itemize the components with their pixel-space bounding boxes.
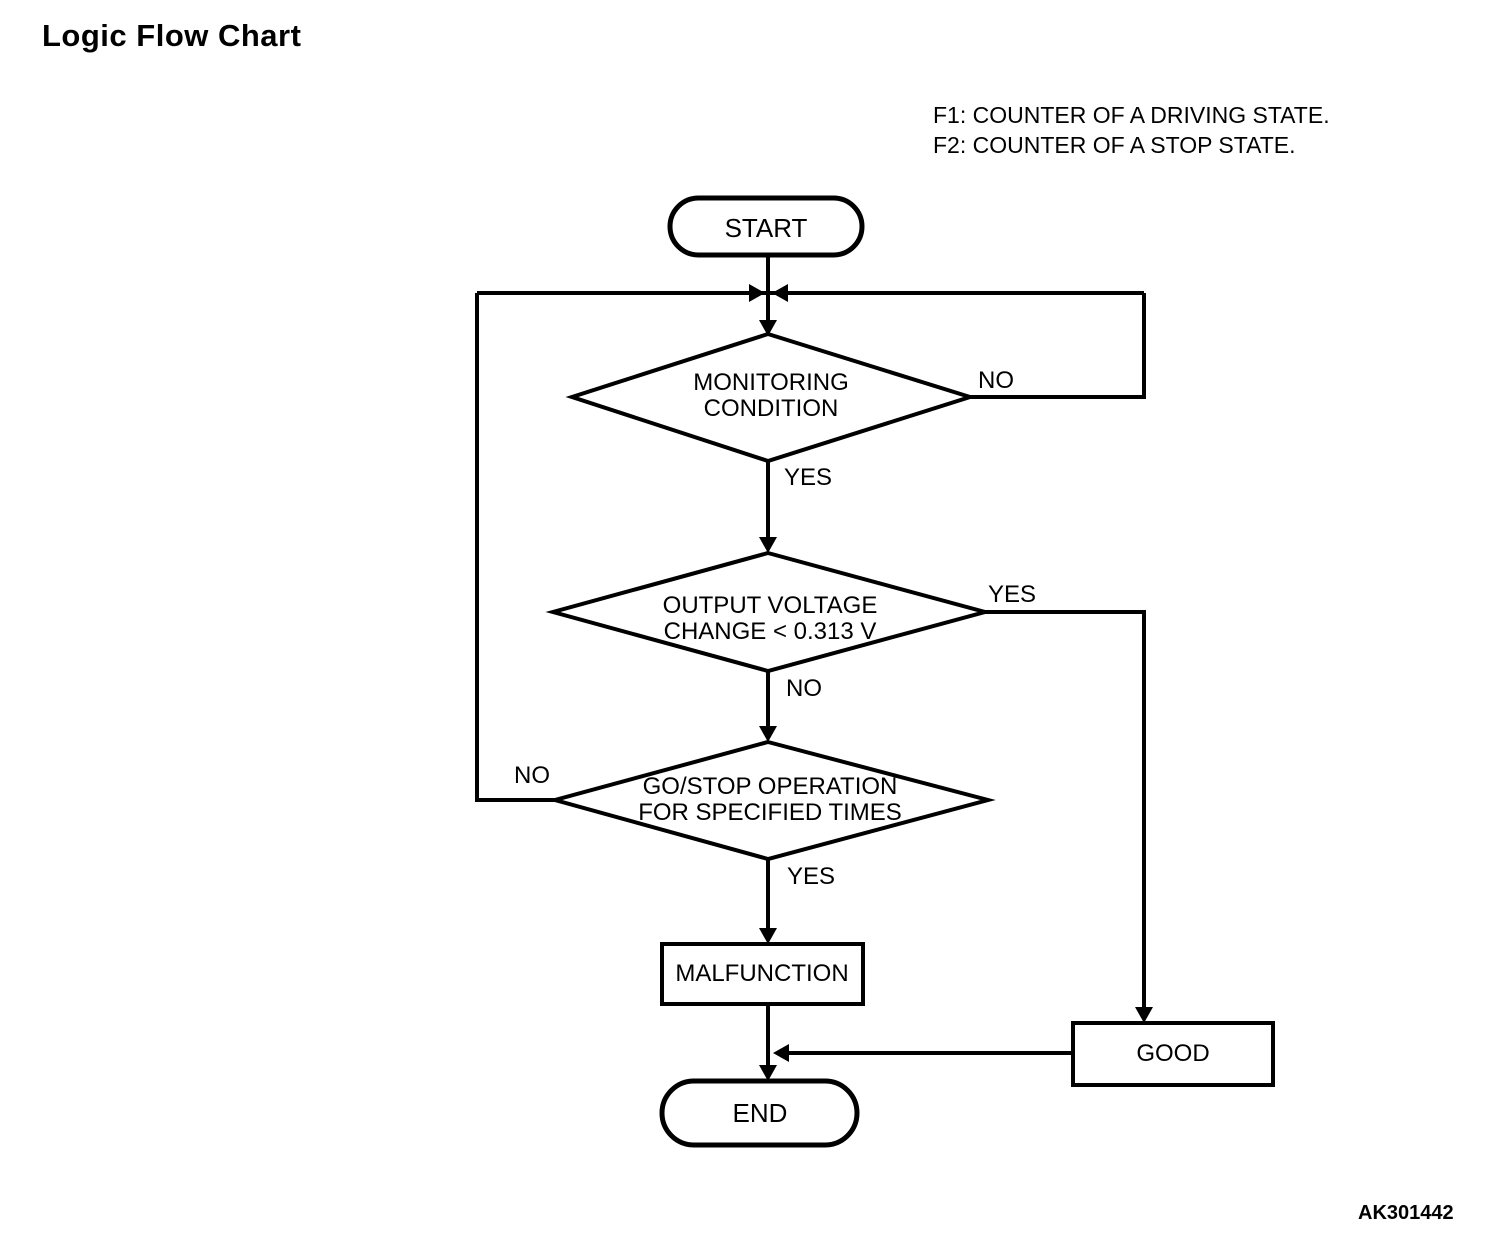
edge-output-yes-to-good — [985, 610, 1146, 1009]
legend-note-f2: F2: COUNTER OF A STOP STATE. — [933, 132, 1296, 158]
edge-gostop-no-loop — [475, 293, 555, 802]
gostop-decision-label: GO/STOP OPERATION FOR SPECIFIED TIMES — [638, 774, 902, 826]
arrowhead-into-good — [1135, 1007, 1153, 1023]
label-monitoring-yes: YES — [784, 464, 833, 491]
label-output-no: NO — [786, 675, 822, 702]
output-label-line2: CHANGE < 0.313 V — [663, 618, 877, 645]
legend-notes: F1: COUNTER OF A DRIVING STATE. F2: COUN… — [933, 100, 1330, 160]
end-node-shape — [659, 1078, 860, 1148]
gostop-label-line1: GO/STOP OPERATION — [642, 773, 898, 800]
malfunction-node-label: MALFUNCTION — [675, 960, 849, 987]
end-node-label: END — [732, 1098, 788, 1128]
good-node-label: GOOD — [1136, 1040, 1210, 1067]
monitoring-label-line2: CONDITION — [703, 395, 839, 422]
legend-note-f1: F1: COUNTER OF A DRIVING STATE. — [933, 102, 1330, 128]
edge-monitoring-no-loop — [970, 293, 1146, 399]
arrowhead-into-monitoring — [759, 320, 777, 336]
arrowhead-good-join — [773, 1044, 789, 1062]
gostop-label-line2: FOR SPECIFIED TIMES — [638, 799, 902, 826]
arrowhead-into-output — [759, 537, 777, 553]
page-title: Logic Flow Chart — [42, 18, 302, 53]
label-output-yes: YES — [988, 581, 1037, 608]
arrowhead-into-malfunction — [759, 928, 777, 944]
monitoring-decision-label: MONITORING CONDITION — [693, 370, 849, 422]
arrowhead-loop-join-left — [749, 284, 765, 302]
output-label-line1: OUTPUT VOLTAGE — [662, 592, 878, 619]
figure-code: AK301442 — [1358, 1202, 1454, 1224]
output-decision-label: OUTPUT VOLTAGE CHANGE < 0.313 V — [663, 593, 878, 645]
malfunction-node-shape — [660, 942, 865, 1006]
label-gostop-yes: YES — [787, 863, 836, 890]
label-monitoring-no: NO — [978, 367, 1014, 394]
arrowhead-loop-join-right — [772, 284, 788, 302]
label-gostop-no: NO — [514, 762, 550, 789]
monitoring-label-line1: MONITORING — [693, 369, 849, 396]
arrowhead-into-gostop — [759, 726, 777, 742]
start-node-label: START — [724, 213, 808, 243]
arrowhead-into-end — [759, 1065, 777, 1081]
